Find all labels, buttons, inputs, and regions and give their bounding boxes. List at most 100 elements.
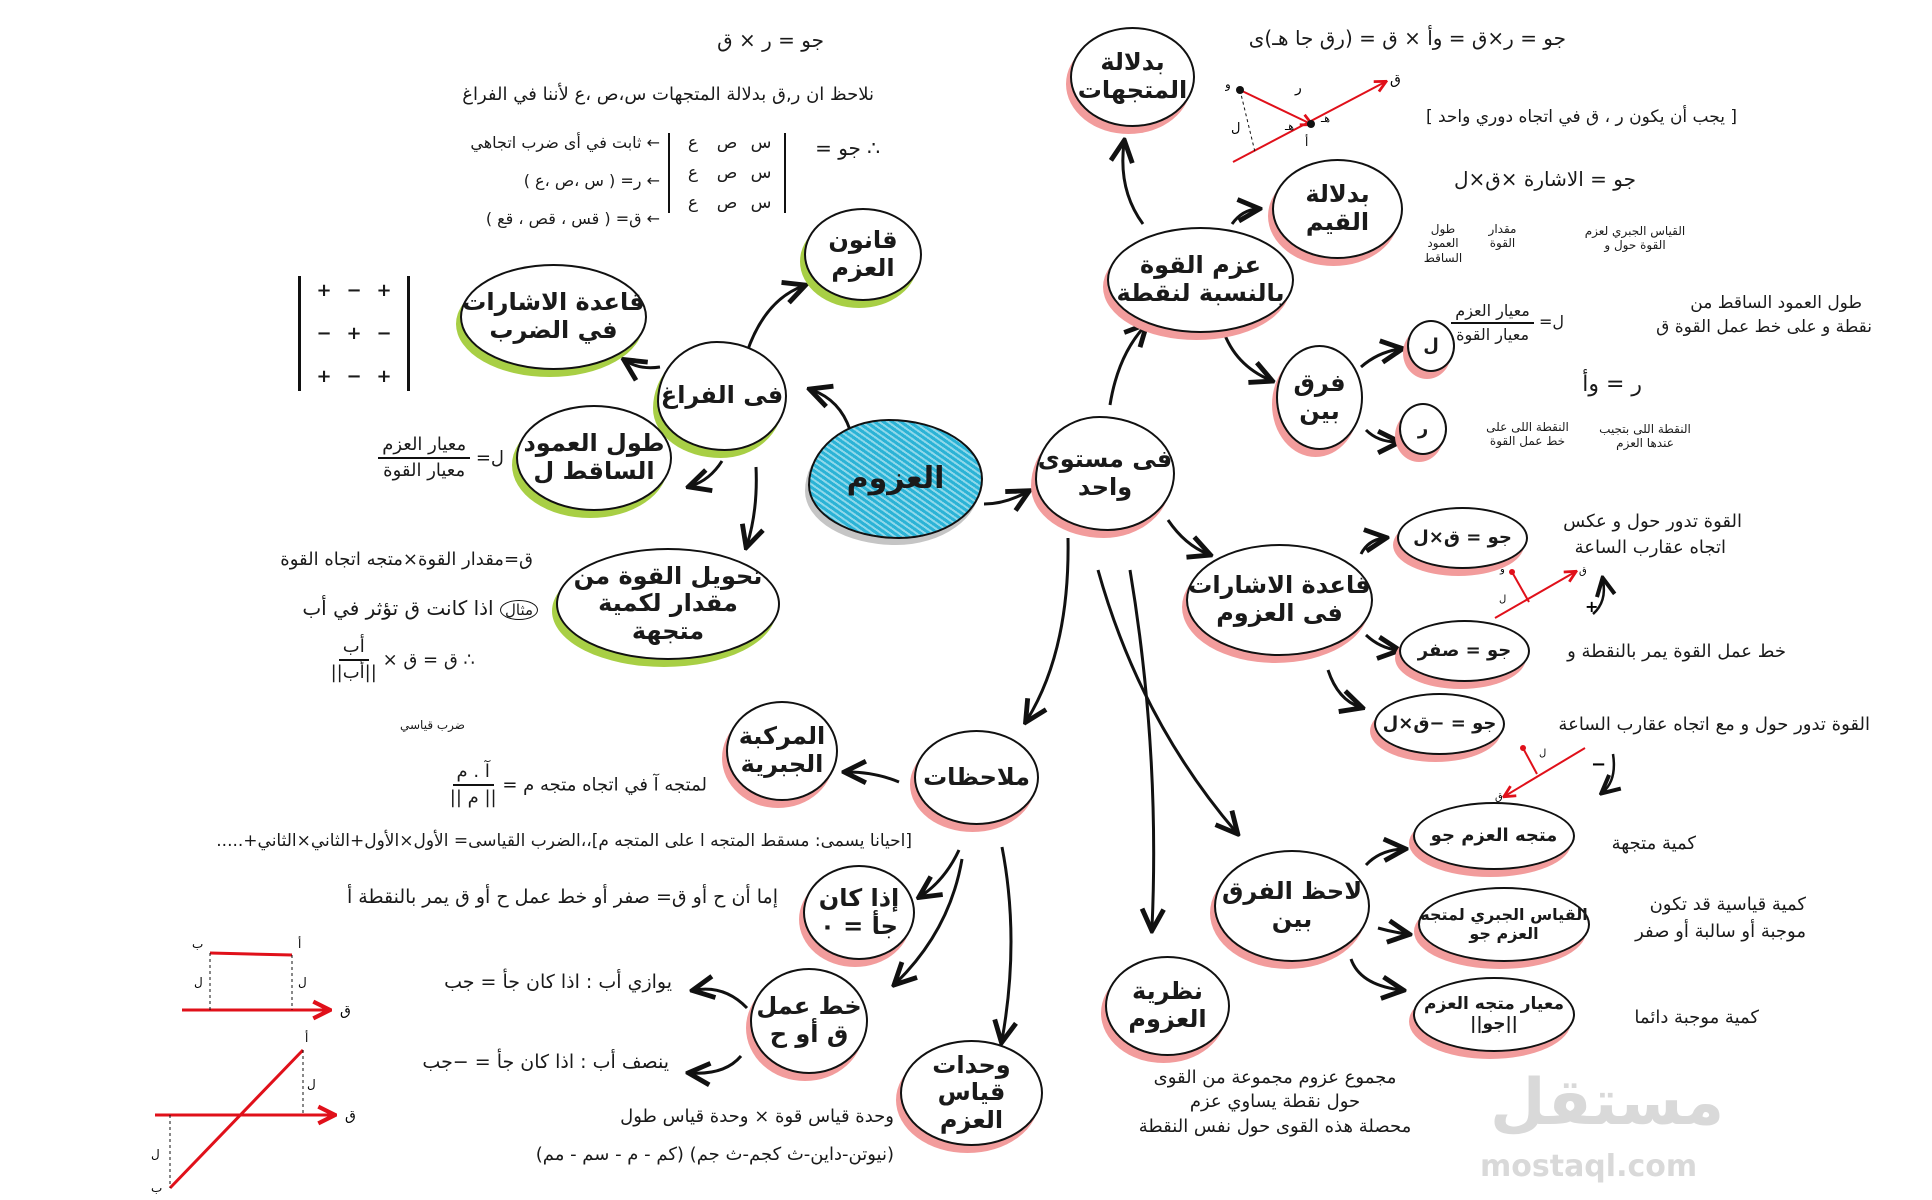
node-negative-moment[interactable]: جو = −ق×ل xyxy=(1374,693,1505,755)
label-q: ق xyxy=(1390,72,1401,88)
node-note-difference[interactable]: لاحظ الفرق بين xyxy=(1214,850,1370,962)
node-in-space[interactable]: فى الفراغ xyxy=(657,341,787,451)
formula-text: لمتجه آ في اتجاه متجه م = xyxy=(502,774,707,796)
arrow-diff-r xyxy=(1364,428,1397,442)
node-label: جو = ق×ل xyxy=(1413,526,1512,548)
node-force-conversion[interactable]: تحويل القوة من مقدار لكمية متجهة xyxy=(556,548,780,660)
node-perpendicular-length[interactable]: طول العمود الساقط ل xyxy=(516,405,672,511)
node-r[interactable]: ر xyxy=(1399,403,1447,455)
node-label: المركبة الجبرية xyxy=(738,722,826,778)
formula-lhs: ∴ ق = ق × xyxy=(382,649,475,671)
node-difference[interactable]: فرق بين xyxy=(1276,345,1363,450)
arrow-plane-notediff xyxy=(1096,569,1236,832)
space-note: نلاحظ ان ر,ق بدلالة المتجهات س،ص ،ع لأنن… xyxy=(462,84,874,105)
numerator: معيار العزم xyxy=(378,433,471,460)
numerator: آ . م xyxy=(452,760,494,787)
example-badge: مثال xyxy=(499,600,538,620)
label-l: ل xyxy=(307,1077,316,1091)
central-topic-moments[interactable]: العزوم xyxy=(808,419,983,539)
node-positive-moment[interactable]: جو = ق×ل xyxy=(1397,507,1528,569)
node-notes[interactable]: ملاحظات xyxy=(914,730,1039,825)
positive-text-1: القوة تدور حول و عكس xyxy=(1563,511,1742,532)
moment-vector-text: كمية متجهة xyxy=(1611,833,1696,854)
algebraic-text-2: موجبة أو سالبة أو صفر xyxy=(1635,921,1806,942)
node-label: وحدات قياس العزم xyxy=(932,1050,1011,1134)
vector-moment-formula: جو = ر×ق = وأ × ق = (رق جا هـ)ى xyxy=(1248,26,1566,50)
node-label: لاحظ الفرق بين xyxy=(1221,877,1363,933)
node-label: القياس الجبري لمتجه العزم جو xyxy=(1420,905,1588,943)
matrix-cell: س xyxy=(750,193,772,213)
node-label: معيار متجه العزم ||جو|| xyxy=(1424,993,1564,1034)
negative-rotation-diagram: ل ق − xyxy=(1495,745,1635,802)
watermark-url: mostaql.com xyxy=(1480,1149,1698,1184)
watermark-logo: مستقل xyxy=(1490,1066,1725,1140)
matrix-row-note-3: ← ق= ( قس ، قص ، قع ) xyxy=(485,209,660,228)
theorem-line: مجموع عزوم مجموعة من القوى xyxy=(1153,1067,1397,1088)
node-sign-rule-product[interactable]: قاعدة الاشارات في الضرب xyxy=(460,264,647,370)
node-label: بدلالة القيم xyxy=(1305,180,1370,236)
positive-text-2: اتجاه عقارب الساعة xyxy=(1574,537,1726,558)
node-label: ر xyxy=(1417,417,1429,439)
node-moment-about-point[interactable]: عزم القوة بالنسبة لنقطة xyxy=(1107,227,1294,333)
denominator: || م || xyxy=(449,787,497,809)
sign-cell: + xyxy=(316,280,332,301)
label-l: ل xyxy=(1499,594,1506,605)
arrow-moment-vectors xyxy=(1123,143,1145,225)
node-by-vectors[interactable]: بدلالة المتجهات xyxy=(1070,27,1195,127)
sign-cell: + xyxy=(376,366,392,387)
node-l[interactable]: ل xyxy=(1407,320,1455,372)
node-by-values[interactable]: بدلالة القيم xyxy=(1272,159,1403,259)
convert-formula: ق=مقدار القوة×متجه اتجاه القوة xyxy=(280,549,533,570)
node-zero-moment[interactable]: جو = صفر xyxy=(1399,620,1530,682)
algebraic-component-formula: لمتجه آ في اتجاه متجه م = آ . م|| م || xyxy=(450,760,707,811)
node-algebraic-component[interactable]: المركبة الجبرية xyxy=(726,701,838,801)
values-note-perp: طول العمود الساقط xyxy=(1423,222,1463,265)
node-label: ملاحظات xyxy=(923,762,1030,791)
positive-sign: + xyxy=(1585,597,1598,616)
negative-text: القوة تدور حول و مع اتجاه عقارب الساعة xyxy=(1558,714,1870,735)
units-list: (نيوتن-داين-ث كجم-ث جم) (كم - م - سم - م… xyxy=(535,1144,894,1165)
node-line-of-action[interactable]: خط عمل ق أو ح xyxy=(750,968,868,1074)
node-label: قانون العزم xyxy=(828,225,898,282)
arrow-moment-values xyxy=(1230,209,1257,225)
algebraic-text-1: كمية قياسية قد تكون xyxy=(1649,894,1806,915)
node-single-plane[interactable]: فى مستوى واحد xyxy=(1035,416,1175,531)
label-l: ل xyxy=(298,975,307,989)
node-moment-vector[interactable]: متجه العزم جو xyxy=(1413,802,1575,870)
label-o: و xyxy=(1499,564,1505,575)
matrix-cell: ع xyxy=(687,133,699,153)
node-label: نظرية العزوم xyxy=(1128,977,1207,1033)
arrow-notediff-alg xyxy=(1377,928,1407,934)
node-algebraic-measure[interactable]: القياس الجبري لمتجه العزم جو xyxy=(1418,887,1590,962)
label-q: ق xyxy=(1579,566,1587,577)
projection-text: [احيانا يسمى: مسقط المتجه ا على المتجه م… xyxy=(216,831,912,851)
values-note-algebraic: القياس الجبري لعزم القوة حول و xyxy=(1584,224,1686,253)
node-moment-law[interactable]: قانون العزم xyxy=(804,208,922,301)
node-moment-norm[interactable]: معيار متجه العزم ||جو|| xyxy=(1413,977,1575,1052)
matrix-cell: ع xyxy=(687,193,699,213)
vector-moment-diagram: و ر ق أ هـ هـ ل xyxy=(1225,72,1401,163)
node-label: عزم القوة بالنسبة لنقطة xyxy=(1116,251,1285,307)
values-formula: جو = الاشارة ×ق×ل xyxy=(1453,167,1636,191)
dot-product-label: ضرب قياسي xyxy=(400,718,465,732)
node-label: خط عمل ق أو ح xyxy=(756,992,862,1048)
sign-cell: − xyxy=(346,366,362,387)
arrow-notes-units xyxy=(1002,846,1011,1040)
node-label: جو = صفر xyxy=(1417,639,1512,661)
node-moment-units[interactable]: وحدات قياس العزم xyxy=(900,1040,1043,1146)
node-if-zero[interactable]: إذا كان جأ = ٠ xyxy=(803,865,915,960)
r-note-on-line: النقطة اللى على خط عمل القوة xyxy=(1486,420,1569,449)
denominator: معيار القوة xyxy=(383,460,466,482)
example-line: مثال اذا كانت ق تؤثر في أب xyxy=(302,595,538,622)
node-moments-theorem[interactable]: نظرية العزوم xyxy=(1105,956,1230,1056)
matrix-cell: س xyxy=(750,163,772,183)
sign-cell: − xyxy=(316,323,332,344)
arrow-moment-diff xyxy=(1221,329,1270,380)
arrow-line-parallel xyxy=(695,989,749,1010)
node-sign-rule-moments[interactable]: قاعدة الاشارات فى العزوم xyxy=(1186,544,1373,656)
arrow-notediff-norm xyxy=(1349,958,1401,990)
bisect-diagram: أ ب ل ل ق xyxy=(151,1030,356,1195)
